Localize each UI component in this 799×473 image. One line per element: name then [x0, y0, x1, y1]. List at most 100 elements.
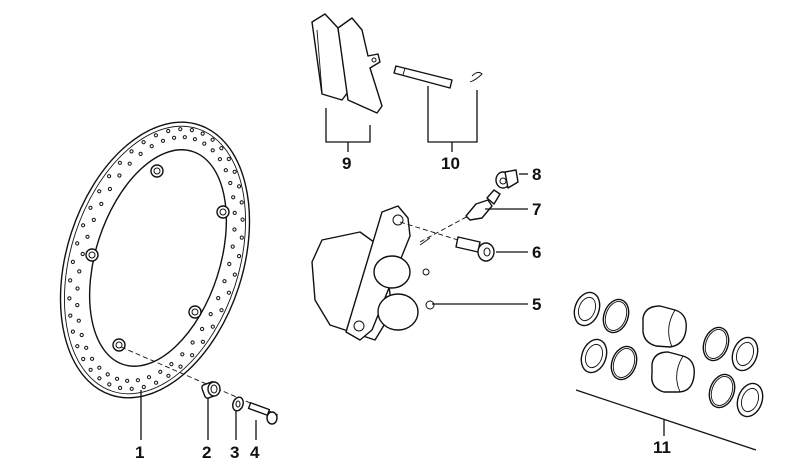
caliper-bolt[interactable]: [455, 236, 495, 262]
seal-rings-right: [702, 326, 764, 418]
drill-hole: [141, 140, 146, 145]
callout-8[interactable]: 8: [532, 165, 541, 184]
drill-hole: [237, 254, 242, 259]
disc-drill-holes: [67, 127, 245, 391]
callout-3[interactable]: 3: [230, 443, 239, 462]
leader-lines: [140, 86, 757, 451]
drill-hole: [127, 161, 132, 166]
drill-hole: [166, 128, 171, 134]
drill-hole: [226, 290, 231, 295]
drill-hole: [240, 217, 245, 222]
drill-hole: [76, 318, 81, 323]
pistons: [642, 305, 695, 393]
bleeder-valve[interactable]: [465, 189, 501, 221]
drill-hole: [200, 131, 205, 136]
drill-hole: [68, 313, 73, 318]
drill-hole: [91, 217, 96, 222]
callout-2[interactable]: 2: [202, 443, 211, 462]
drill-hole: [105, 372, 110, 377]
drill-hole: [117, 160, 123, 165]
drill-hole: [99, 201, 104, 206]
drill-hole: [232, 169, 237, 174]
drill-hole: [232, 272, 237, 277]
washer[interactable]: [231, 396, 245, 413]
drill-hole: [84, 345, 89, 350]
drill-hole: [180, 352, 185, 357]
brake-caliper[interactable]: [311, 205, 435, 341]
drill-hole: [217, 157, 222, 162]
drill-hole: [70, 259, 76, 264]
caliper-repair-kit[interactable]: [570, 289, 767, 420]
callout-9[interactable]: 9: [342, 154, 351, 173]
drill-hole: [88, 205, 93, 210]
drill-hole: [160, 138, 166, 143]
drill-hole: [223, 168, 228, 173]
drill-hole: [118, 385, 123, 390]
drill-hole: [149, 144, 154, 149]
drill-hole: [154, 380, 159, 385]
drill-hole: [200, 339, 205, 344]
drill-hole: [153, 133, 158, 138]
drill-hole: [81, 223, 86, 228]
drill-hole: [81, 356, 86, 362]
drill-hole: [141, 384, 146, 390]
drill-hole: [79, 332, 84, 338]
drill-hole: [232, 210, 237, 215]
pad-pin-and-clip[interactable]: [393, 65, 483, 89]
drill-hole: [97, 189, 102, 194]
callout-6[interactable]: 6: [532, 243, 541, 262]
drill-hole: [129, 386, 134, 391]
drill-hole: [70, 329, 76, 334]
brake-disc[interactable]: [27, 98, 282, 422]
drill-hole: [75, 303, 80, 308]
seal-rings-left: [573, 291, 638, 381]
disc-mounting-lugs: [85, 164, 230, 352]
drill-hole: [107, 382, 112, 387]
callout-11[interactable]: 11: [653, 438, 671, 457]
drill-hole: [77, 269, 82, 274]
brake-pads[interactable]: [311, 13, 383, 114]
drill-hole: [231, 195, 236, 200]
drill-hole: [80, 251, 85, 257]
drill-hole: [227, 261, 232, 267]
drill-hole: [239, 235, 244, 240]
callout-4[interactable]: 4: [250, 443, 260, 462]
drill-hole: [208, 312, 213, 317]
drill-hole: [182, 135, 187, 140]
drill-hole: [158, 369, 163, 374]
drill-hole: [216, 296, 221, 301]
drill-hole: [115, 376, 120, 381]
drill-hole: [230, 244, 235, 249]
callout-7[interactable]: 7: [532, 200, 541, 219]
drill-hole: [222, 279, 227, 284]
assembly-line-caliper-bolt: [399, 221, 459, 241]
drill-hole: [107, 186, 113, 192]
drill-hole: [172, 135, 177, 140]
drill-hole: [129, 149, 134, 154]
drill-hole: [88, 367, 93, 372]
disc-bolt[interactable]: [247, 402, 278, 425]
drill-hole: [200, 326, 205, 332]
callout-5[interactable]: 5: [532, 295, 541, 314]
drill-hole: [166, 373, 171, 378]
bushing[interactable]: [201, 381, 221, 399]
drill-hole: [75, 344, 80, 349]
drill-hole: [239, 200, 244, 205]
drill-hole: [232, 227, 237, 232]
drill-hole: [135, 378, 140, 383]
drill-hole: [107, 174, 112, 179]
assembly-line-bleeder: [419, 214, 471, 243]
drill-hole: [67, 296, 72, 301]
drill-hole: [138, 151, 143, 156]
drill-hole: [210, 148, 215, 153]
drill-hole: [85, 234, 90, 239]
drill-hole: [202, 141, 207, 146]
drill-hole: [178, 127, 183, 132]
callout-10[interactable]: 10: [441, 154, 460, 173]
callout-1[interactable]: 1: [135, 443, 144, 462]
drill-hole: [75, 241, 80, 246]
drill-hole: [237, 184, 242, 189]
drill-hole: [169, 362, 174, 367]
bleeder-cap[interactable]: [495, 169, 519, 189]
